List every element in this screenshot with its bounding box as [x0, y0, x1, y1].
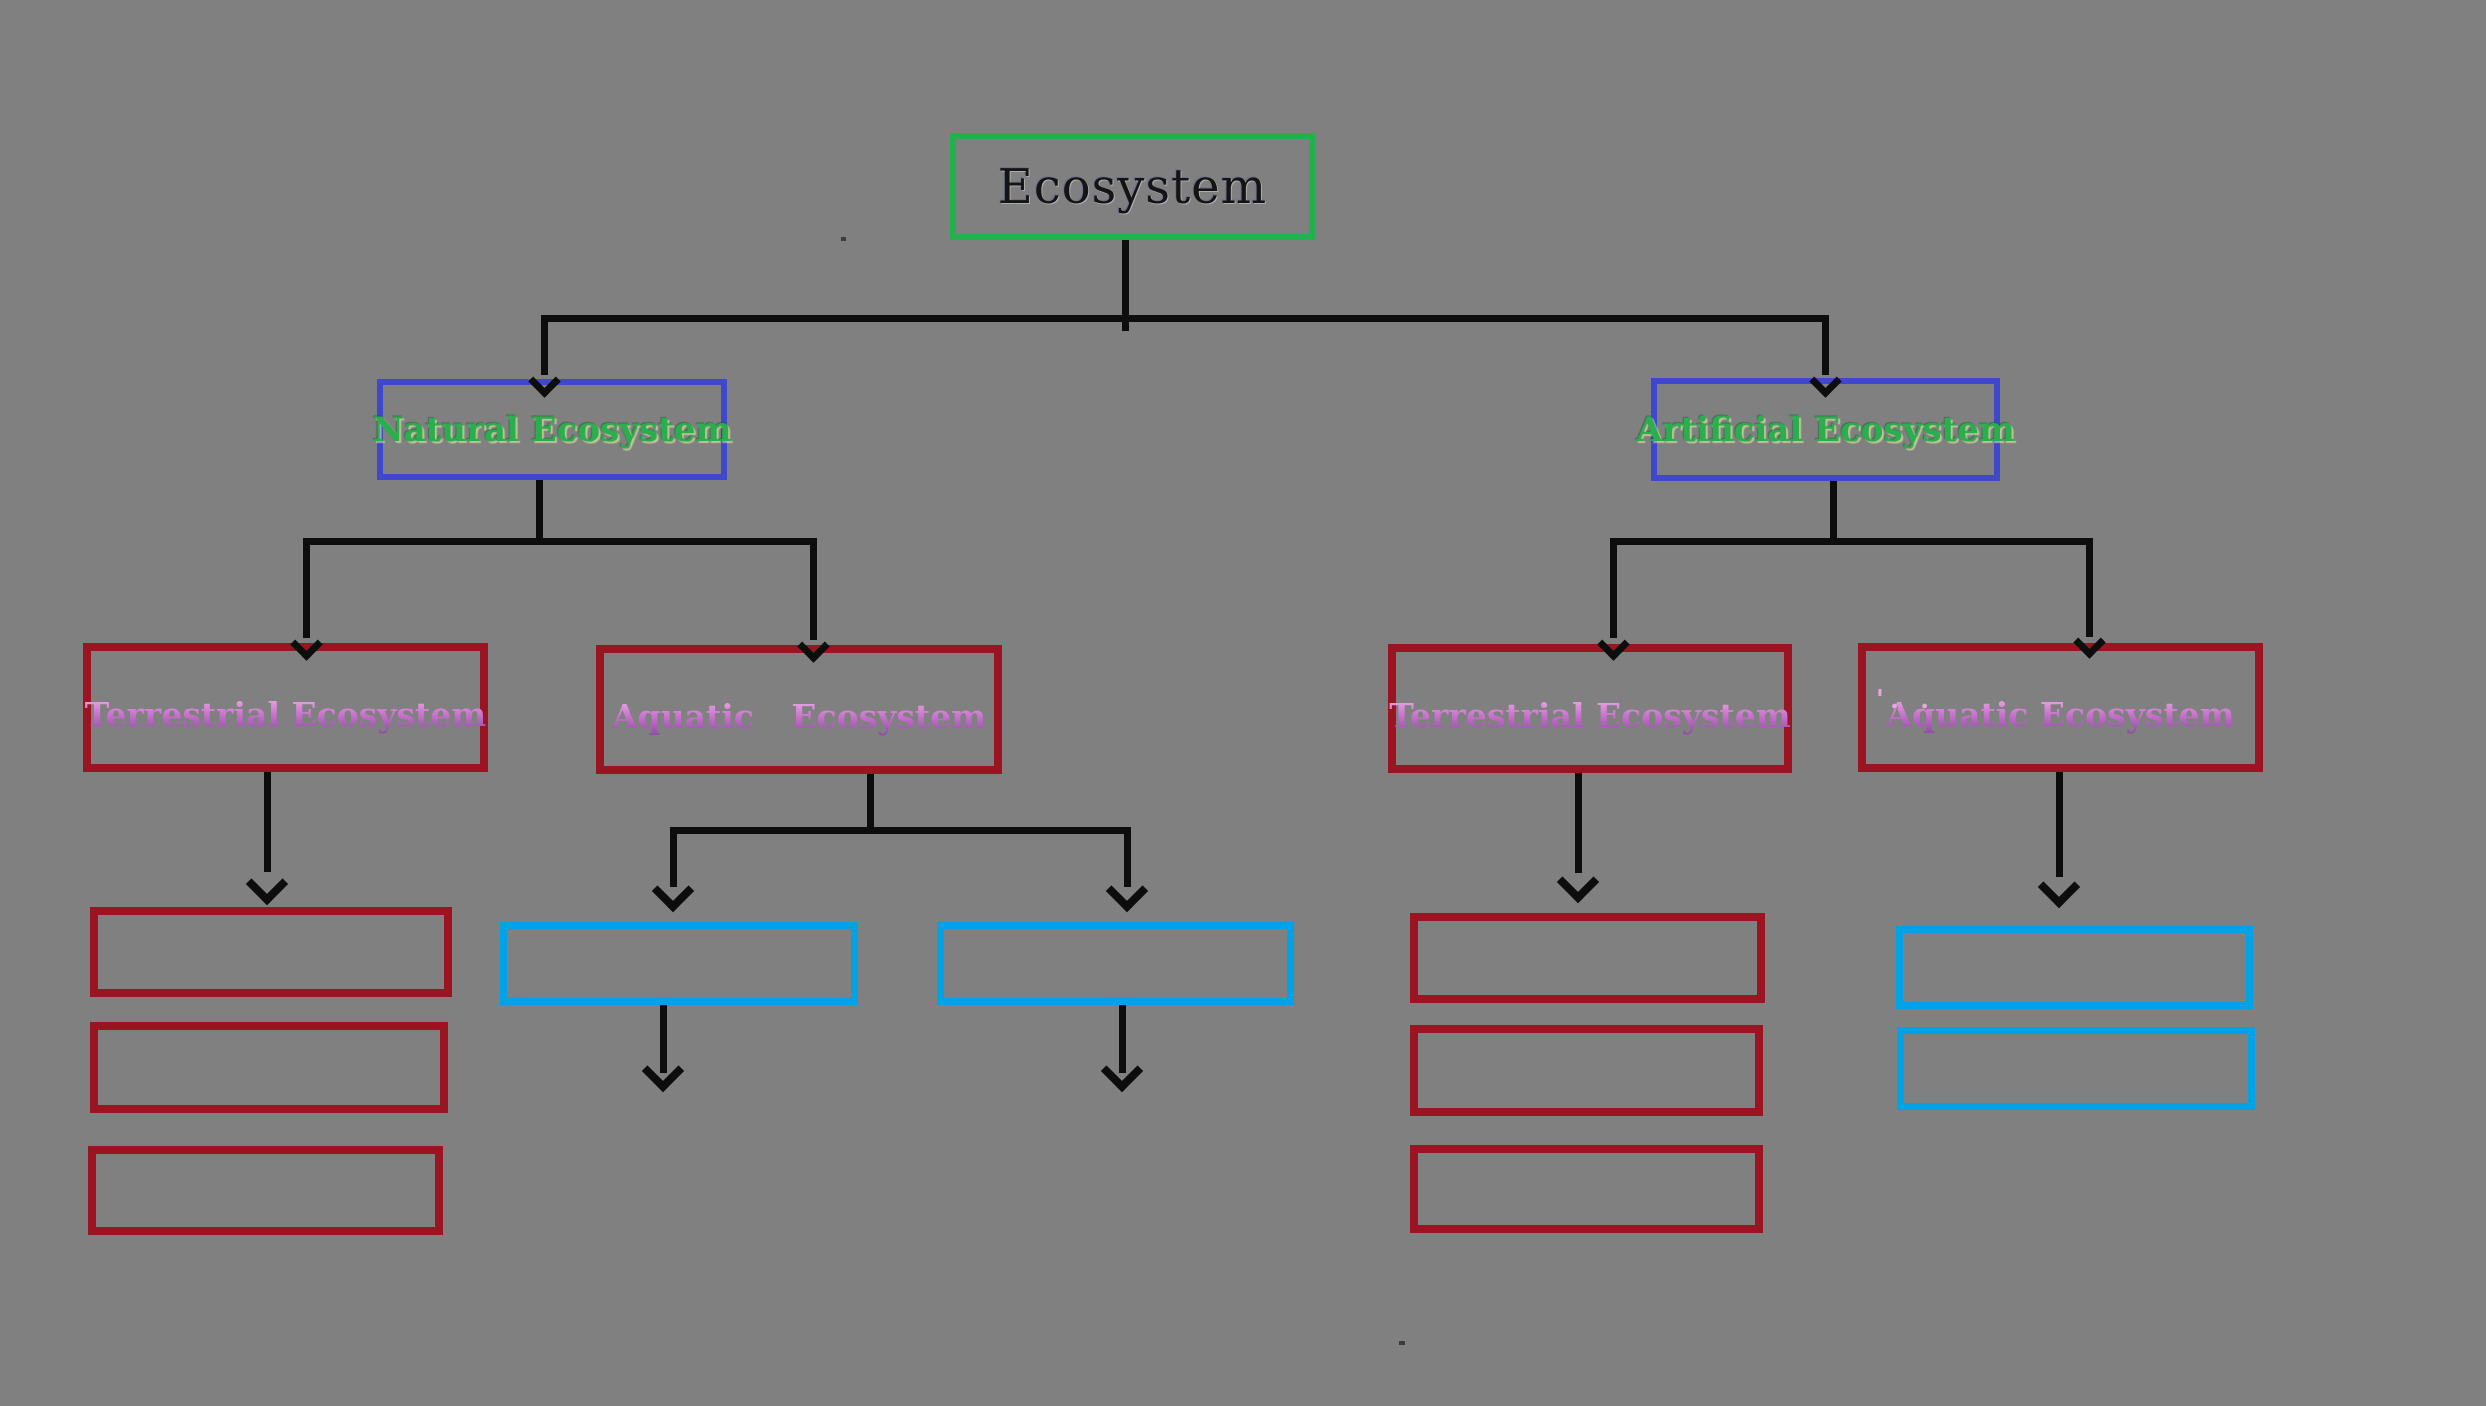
connector-natural-aquatic-stem	[867, 774, 874, 831]
empty-box-natural-terrestrial-3	[88, 1146, 443, 1235]
arrow-artificial-terrestrial-head	[1556, 860, 1600, 904]
connector-drop-to-natural-aquatic	[810, 538, 817, 640]
connector-natural-aquatic-crossbar	[670, 827, 1131, 834]
node-artificial-aquatic-label: Aquatic Ecosystem	[1886, 695, 2235, 734]
node-natural-terrestrial-label: Terrestrial Ecosystem	[84, 695, 487, 734]
empty-box-natural-terrestrial-1	[90, 907, 452, 997]
stray-dot-bottom	[1399, 1341, 1405, 1345]
connector-drop-to-artificial	[1822, 315, 1829, 375]
connector-drop-to-natural	[541, 315, 548, 375]
empty-box-artificial-terrestrial-3	[1410, 1145, 1763, 1233]
empty-box-natural-aquatic-2	[937, 922, 1294, 1005]
connector-root-junction-nub	[1122, 322, 1129, 331]
empty-box-artificial-aquatic-2	[1897, 1027, 2255, 1110]
arrow-artificial-terrestrial-shaft	[1575, 773, 1582, 873]
connector-natural-crossbar	[303, 538, 817, 545]
arrow-below-cyan-left2-shaft	[1119, 1005, 1126, 1073]
node-artificial-terrestrial-label: Terrestrial Ecosystem	[1389, 696, 1791, 735]
connector-artificial-stem	[1830, 481, 1837, 542]
empty-box-natural-aquatic-1	[500, 922, 858, 1005]
connector-root-crossbar	[541, 315, 1829, 322]
arrow-below-cyan-left2-head	[1100, 1049, 1144, 1093]
empty-box-artificial-aquatic-1	[1896, 926, 2253, 1009]
empty-box-artificial-terrestrial-1	[1410, 913, 1765, 1003]
arrow-artificial-aquatic-head	[2037, 865, 2081, 909]
stray-dot-top	[841, 237, 846, 241]
connector-drop-to-artificial-terrestrial	[1610, 538, 1617, 638]
arrow-natural-aquatic-right-shaft	[1124, 827, 1131, 887]
node-natural-ecosystem-label: Natural Ecosystem	[372, 409, 732, 450]
node-artificial-ecosystem: Artificial Ecosystem	[1636, 378, 2015, 481]
arrow-natural-aquatic-left-head	[651, 869, 695, 913]
connector-natural-stem	[536, 480, 543, 542]
connector-drop-to-artificial-aquatic	[2086, 538, 2093, 637]
arrow-natural-aquatic-right-head	[1105, 869, 1149, 913]
empty-box-artificial-terrestrial-2	[1410, 1025, 1763, 1116]
arrow-natural-terrestrial-shaft	[264, 772, 271, 872]
node-natural-aquatic-label: Aquatic Ecosystem	[611, 697, 987, 736]
node-natural-ecosystem: Natural Ecosystem	[373, 379, 731, 480]
node-natural-terrestrial: Terrestrial Ecosystem	[83, 643, 488, 772]
arrow-below-cyan-left1-head	[641, 1049, 685, 1093]
arrow-below-cyan-left1-shaft	[660, 1005, 667, 1073]
connector-root-stem	[1122, 240, 1129, 318]
node-artificial-terrestrial: Terrestrial Ecosystem	[1388, 644, 1792, 773]
node-artificial-aquatic: '. . Aquatic Ecosystem	[1858, 643, 2263, 772]
node-ecosystem: Ecosystem	[950, 133, 1315, 240]
arrow-natural-terrestrial-head	[245, 862, 289, 906]
stray-pen-marks: '. .	[1876, 685, 1936, 715]
arrow-artificial-aquatic-shaft	[2056, 772, 2063, 877]
node-ecosystem-label: Ecosystem	[997, 158, 1268, 215]
node-natural-aquatic: Aquatic Ecosystem	[596, 645, 1002, 774]
node-artificial-ecosystem-label: Artificial Ecosystem	[1636, 409, 2015, 450]
empty-box-natural-terrestrial-2	[90, 1022, 448, 1113]
arrow-natural-aquatic-left-shaft	[670, 827, 677, 887]
connector-artificial-crossbar	[1610, 538, 2093, 545]
connector-drop-to-natural-terrestrial	[303, 538, 310, 638]
